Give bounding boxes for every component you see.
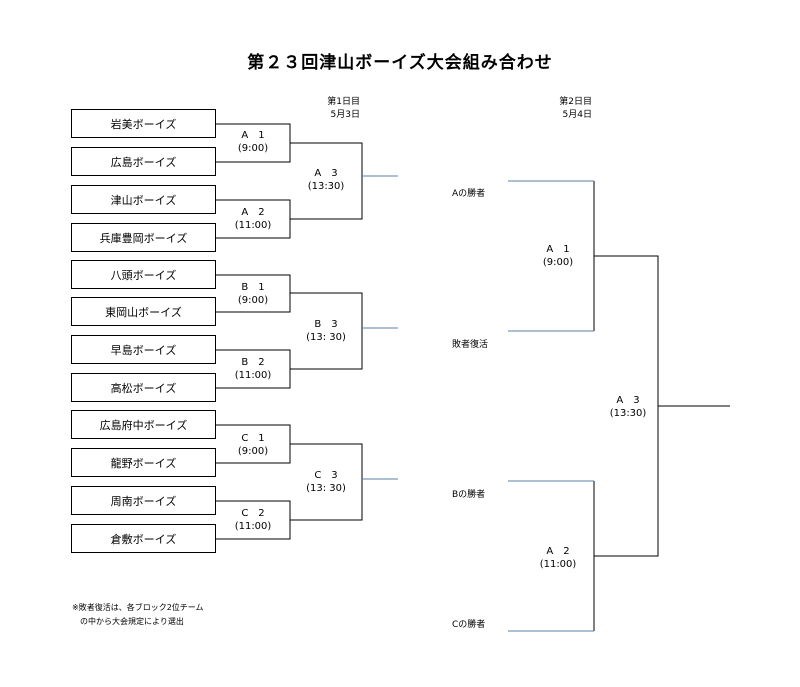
match-time: (13: 30) bbox=[306, 332, 346, 343]
match-name: C 1 bbox=[241, 433, 265, 444]
match-label: A 3 (13:30) bbox=[298, 167, 354, 193]
team-box: 兵庫豊岡ボーイズ bbox=[71, 223, 216, 252]
match-time: (13:30) bbox=[609, 408, 647, 419]
team-box: 広島ボーイズ bbox=[71, 147, 216, 176]
match-label: A 1 (9:00) bbox=[228, 129, 278, 155]
match-time: (11:00) bbox=[234, 220, 272, 231]
day1-date: 5月3日 bbox=[330, 110, 360, 120]
match-name: A 2 bbox=[241, 207, 265, 218]
team-box: 八頭ボーイズ bbox=[71, 260, 216, 289]
team-box: 東岡山ボーイズ bbox=[71, 297, 216, 326]
footnote-line: ※敗者復活は、各ブロック2位チーム bbox=[72, 603, 204, 612]
match-name: A 2 bbox=[546, 546, 570, 557]
match-time: (13:30) bbox=[307, 181, 345, 192]
day2-entry: 敗者復活 bbox=[452, 340, 489, 350]
day2-date: 5月4日 bbox=[562, 110, 592, 120]
match-name: B 3 bbox=[314, 319, 338, 330]
day2-entry: Bの勝者 bbox=[452, 490, 486, 500]
match-label: B 2 (11:00) bbox=[228, 356, 278, 382]
match-name: A 1 bbox=[546, 244, 570, 255]
match-label: A 2 (11:00) bbox=[228, 206, 278, 232]
footnote: ※敗者復活は、各ブロック2位チーム の中から大会規定により選出 bbox=[72, 601, 204, 629]
match-name: A 3 bbox=[616, 395, 640, 406]
match-time: (11:00) bbox=[539, 559, 577, 570]
team-box: 岩美ボーイズ bbox=[71, 109, 216, 138]
team-box: 高松ボーイズ bbox=[71, 373, 216, 402]
match-label: B 1 (9:00) bbox=[228, 281, 278, 307]
line-b3 bbox=[290, 292, 363, 370]
match-label: A 2 (11:00) bbox=[530, 545, 586, 571]
match-name: C 2 bbox=[241, 508, 265, 519]
match-name: C 3 bbox=[314, 470, 338, 481]
line-a3 bbox=[290, 142, 363, 220]
team-box: 津山ボーイズ bbox=[71, 185, 216, 214]
match-name: A 3 bbox=[314, 168, 338, 179]
match-label: A 3 (13:30) bbox=[600, 394, 656, 420]
day2-label: 第2日目 bbox=[559, 97, 592, 107]
match-label: A 1 (9:00) bbox=[530, 243, 586, 269]
match-label: C 1 (9:00) bbox=[228, 432, 278, 458]
match-time: (9:00) bbox=[237, 446, 269, 457]
team-box: 広島府中ボーイズ bbox=[71, 410, 216, 439]
day2-entry: Aの勝者 bbox=[452, 189, 486, 199]
match-name: B 1 bbox=[241, 282, 265, 293]
line-c3 bbox=[290, 443, 363, 521]
day1-label: 第1日目 bbox=[327, 97, 360, 107]
team-box: 早島ボーイズ bbox=[71, 335, 216, 364]
match-time: (9:00) bbox=[237, 143, 269, 154]
team-box: 龍野ボーイズ bbox=[71, 448, 216, 477]
page-title: 第２３回津山ボーイズ大会組み合わせ bbox=[247, 53, 553, 73]
match-time: (13: 30) bbox=[306, 483, 346, 494]
match-time: (11:00) bbox=[234, 521, 272, 532]
match-name: A 1 bbox=[241, 130, 265, 141]
team-box: 周南ボーイズ bbox=[71, 486, 216, 515]
match-time: (9:00) bbox=[237, 295, 269, 306]
day2-entry: Cの勝者 bbox=[452, 620, 486, 630]
match-label: B 3 (13: 30) bbox=[298, 318, 354, 344]
match-time: (11:00) bbox=[234, 370, 272, 381]
match-label: C 3 (13: 30) bbox=[298, 469, 354, 495]
match-time: (9:00) bbox=[542, 257, 574, 268]
match-name: B 2 bbox=[241, 357, 265, 368]
footnote-line: の中から大会規定により選出 bbox=[80, 617, 184, 626]
day1-header: 第1日目 5月3日 bbox=[300, 96, 360, 122]
match-label: C 2 (11:00) bbox=[228, 507, 278, 533]
day2-header: 第2日目 5月4日 bbox=[532, 96, 592, 122]
team-box: 倉敷ボーイズ bbox=[71, 524, 216, 553]
